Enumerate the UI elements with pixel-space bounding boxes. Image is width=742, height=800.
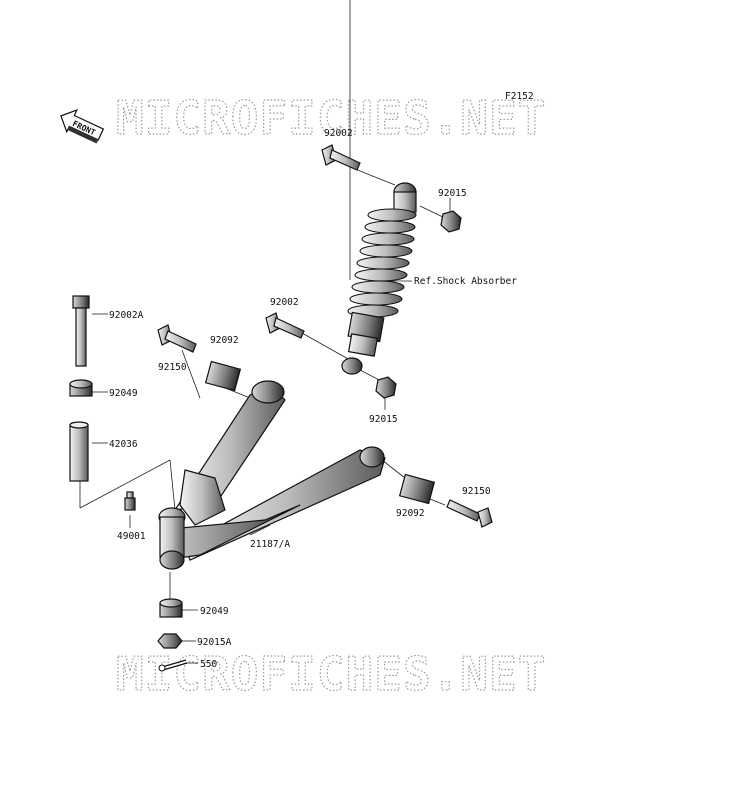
label-92092-left: 92092 (210, 335, 239, 346)
watermark-bottom: MICROFICHES.NET (116, 647, 546, 701)
bolt-92150-left[interactable] (157, 324, 197, 353)
label-92015-top: 92015 (438, 188, 467, 199)
nut-92015-top[interactable] (440, 210, 462, 233)
a-arm-21187[interactable] (158, 380, 386, 570)
label-shock-ref: Ref.Shock Absorber (414, 276, 517, 287)
shock-absorber[interactable] (341, 182, 417, 375)
grease-nipple-49001[interactable] (124, 491, 136, 511)
watermark-top: MICROFICHES.NET (116, 91, 546, 145)
label-92150-right: 92150 (462, 486, 491, 497)
collar-92092-right[interactable] (398, 473, 436, 505)
label-49001: 49001 (117, 531, 146, 542)
cotter-pin-550[interactable] (158, 659, 188, 672)
label-21187a: 21187/A (250, 539, 290, 550)
bolt-92002-top[interactable] (321, 144, 361, 171)
nut-92015a[interactable] (157, 633, 183, 649)
label-92049-top: 92049 (109, 388, 138, 399)
bushing-92049-top[interactable] (69, 379, 93, 397)
bushing-92049-bottom[interactable] (159, 598, 183, 618)
label-92002-top: 92002 (324, 128, 353, 139)
label-92002a: 92002A (109, 310, 144, 321)
label-92150-left: 92150 (158, 362, 187, 373)
front-arrow-icon: FRONT (60, 109, 105, 144)
label-92015a: 92015A (197, 637, 232, 648)
figure-code: F2152 (505, 91, 534, 102)
label-92002-mid: 92002 (270, 297, 299, 308)
label-42036: 42036 (109, 439, 138, 450)
pipe-42036[interactable] (69, 421, 89, 482)
bolt-92002-mid[interactable] (265, 312, 305, 339)
label-92092-right: 92092 (396, 508, 425, 519)
bolt-92002a[interactable] (72, 295, 90, 367)
label-92049-bottom: 92049 (200, 606, 229, 617)
collar-92092-left[interactable] (204, 360, 242, 392)
label-550: 550 (200, 659, 217, 670)
label-92015-mid: 92015 (369, 414, 398, 425)
nut-92015-mid[interactable] (375, 376, 397, 399)
bolt-92150-right[interactable] (446, 499, 493, 528)
